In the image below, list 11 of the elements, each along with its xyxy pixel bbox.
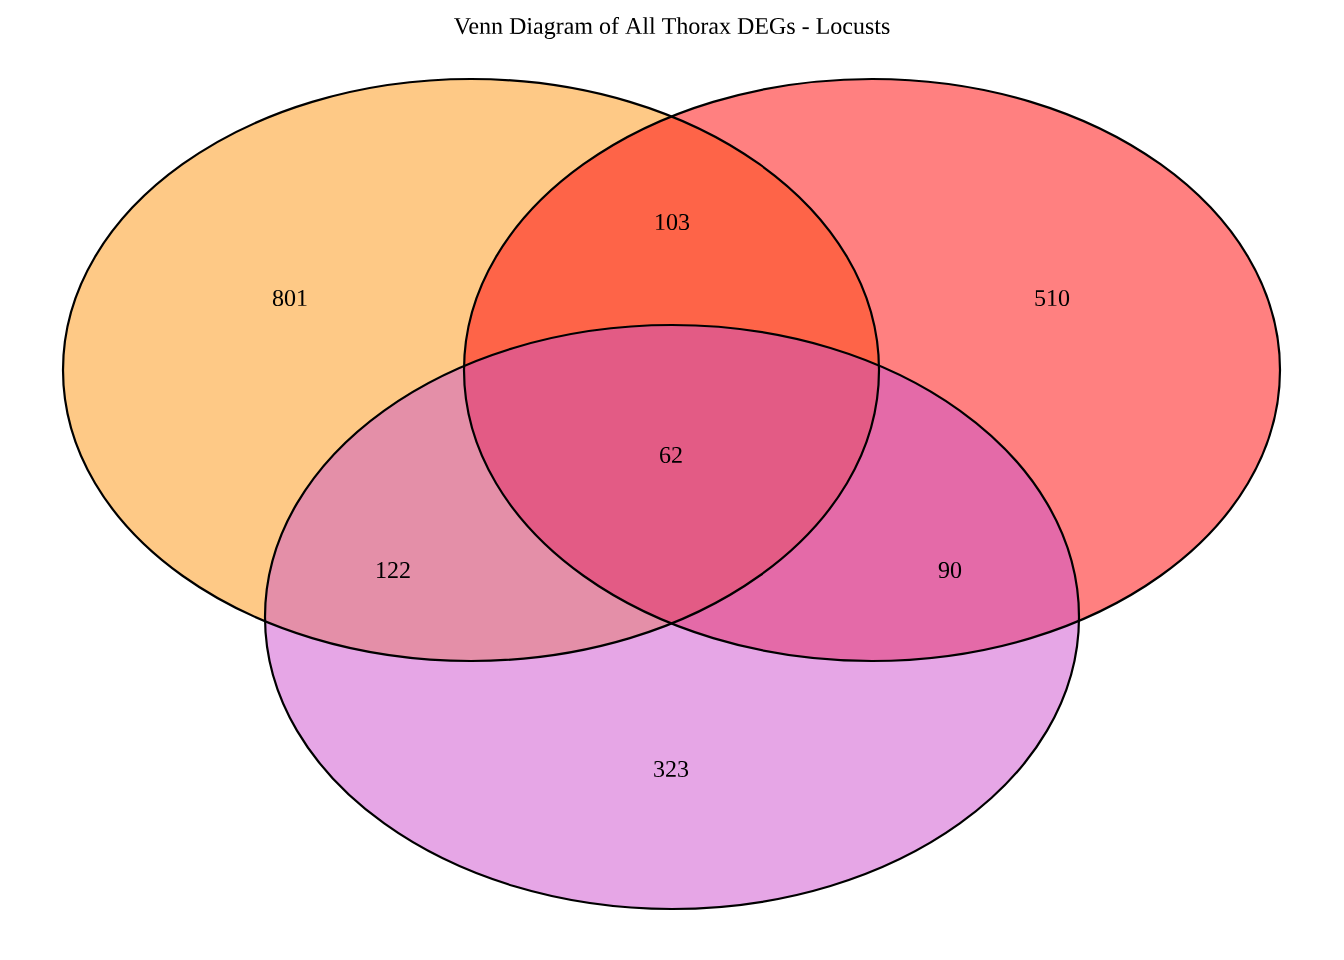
region-count: 510	[1035, 289, 1070, 307]
chart-title: Venn Diagram of All Thorax DEGs - Locusts	[454, 16, 890, 40]
region-count: 323	[654, 760, 689, 778]
set-ellipse	[61, 77, 881, 663]
region-count: 90	[938, 561, 962, 579]
set-ellipse	[462, 77, 1282, 663]
region-count: 801	[272, 289, 307, 307]
set-ellipse	[263, 323, 1081, 911]
region-count: 122	[377, 562, 410, 578]
region-count: 103	[656, 213, 690, 231]
region-count: 62	[660, 446, 682, 464]
